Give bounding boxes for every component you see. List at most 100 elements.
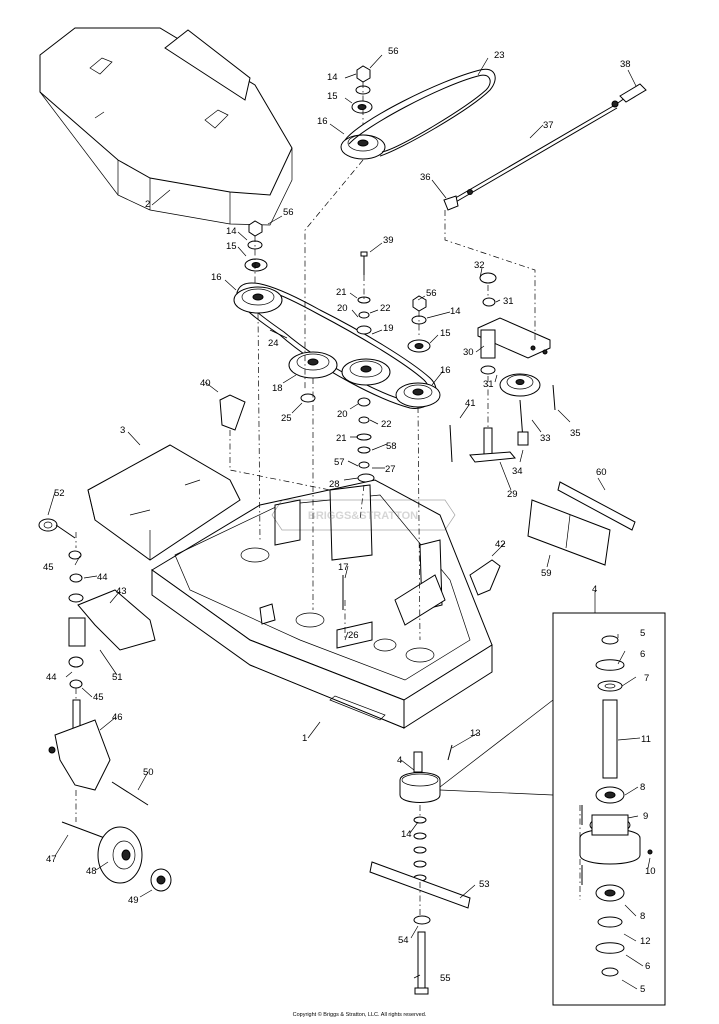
callout-23: 23	[494, 50, 505, 61]
deck-housing	[151, 479, 493, 729]
left-pulley-stack	[244, 220, 268, 272]
callout-45: 45	[43, 562, 54, 573]
baffle-plates	[527, 481, 636, 566]
callout-21: 21	[336, 433, 347, 444]
callout-49: 49	[128, 895, 139, 906]
callout-35: 35	[570, 428, 581, 439]
callout-14: 14	[327, 72, 338, 83]
handle-42	[469, 559, 501, 596]
callout-6: 6	[640, 649, 645, 660]
callout-15: 15	[226, 241, 237, 252]
callout-19: 19	[383, 323, 394, 334]
spindle-detail-box	[439, 600, 666, 1006]
bracket-29	[449, 424, 516, 463]
callout-16: 16	[317, 116, 328, 127]
callout-20: 20	[337, 303, 348, 314]
watermark-text: BRIGGS&STRATTON	[308, 510, 418, 522]
center-bolt-stack	[300, 251, 375, 483]
callout-3: 3	[120, 425, 125, 436]
callout-4: 4	[592, 584, 597, 595]
callout-57: 57	[334, 457, 345, 468]
callout-14: 14	[450, 306, 461, 317]
callout-33: 33	[540, 433, 551, 444]
callout-48: 48	[86, 866, 97, 877]
callout-56: 56	[426, 288, 437, 299]
callout-44: 44	[46, 672, 57, 683]
callout-44: 44	[97, 572, 108, 583]
callout-25: 25	[281, 413, 292, 424]
callout-36: 36	[420, 172, 431, 183]
watermark: BRIGGS&STRATTON	[271, 499, 456, 531]
callout-2: 2	[145, 199, 150, 210]
callout-31: 31	[483, 379, 494, 390]
callout-37: 37	[543, 120, 554, 131]
leader-lines	[47, 54, 651, 990]
callout-11: 11	[641, 734, 651, 745]
right-pulley-stack	[407, 295, 431, 353]
callout-50: 50	[143, 767, 154, 778]
callout-21: 21	[336, 287, 347, 298]
callout-34: 34	[512, 466, 523, 477]
callout-39: 39	[383, 235, 394, 246]
callout-56: 56	[388, 46, 399, 57]
callout-52: 52	[54, 488, 65, 499]
clip-40	[219, 394, 246, 431]
control-cable	[443, 83, 647, 211]
callout-6: 6	[645, 961, 650, 972]
callout-8: 8	[640, 782, 645, 793]
alignment-lines	[75, 82, 581, 915]
callout-22: 22	[381, 419, 392, 430]
upper-pulley-stack	[340, 65, 496, 160]
callout-55: 55	[440, 973, 451, 984]
callout-15: 15	[327, 91, 338, 102]
callout-59: 59	[541, 568, 552, 579]
caster-assembly	[38, 518, 172, 892]
callout-26: 26	[348, 630, 359, 641]
callout-14: 14	[226, 226, 237, 237]
callout-53: 53	[479, 879, 490, 890]
callout-22: 22	[380, 303, 391, 314]
callout-10: 10	[645, 866, 656, 877]
deck-top-cover	[39, 27, 293, 226]
callout-38: 38	[620, 59, 631, 70]
callout-17: 17	[338, 562, 349, 573]
callout-15: 15	[440, 328, 451, 339]
callout-43: 43	[116, 586, 127, 597]
callout-28: 28	[329, 479, 340, 490]
callout-54: 54	[398, 935, 409, 946]
callout-51: 51	[112, 672, 123, 683]
callout-45: 45	[93, 692, 104, 703]
idler-arm-assembly	[477, 272, 556, 446]
callout-18: 18	[272, 383, 283, 394]
callout-20: 20	[337, 409, 348, 420]
callout-58: 58	[386, 441, 397, 452]
callout-32: 32	[474, 260, 485, 271]
discharge-chute	[87, 444, 241, 561]
callout-7: 7	[644, 673, 649, 684]
callout-13: 13	[470, 728, 481, 739]
callout-40: 40	[200, 378, 211, 389]
callout-30: 30	[463, 347, 474, 358]
callout-60: 60	[596, 467, 607, 478]
callout-31: 31	[503, 296, 514, 307]
callout-4: 4	[397, 755, 402, 766]
callout-56: 56	[283, 207, 294, 218]
callout-1: 1	[302, 733, 307, 744]
callout-labels: 56 23 14 15 16 38 37 36 2 56 14 15 16 39…	[43, 46, 656, 995]
callout-12: 12	[640, 936, 651, 947]
main-belt-and-pulleys	[233, 282, 441, 409]
callout-41: 41	[465, 398, 476, 409]
callout-9: 9	[643, 811, 648, 822]
callout-14: 14	[401, 829, 412, 840]
callout-16: 16	[440, 365, 451, 376]
callout-47: 47	[46, 854, 57, 865]
spindle-assembly	[369, 744, 471, 995]
callout-5: 5	[640, 628, 645, 639]
callout-46: 46	[112, 712, 123, 723]
callout-16: 16	[211, 272, 222, 283]
copyright-caption: Copyright © Briggs & Stratton, LLC. All …	[292, 1012, 427, 1018]
callout-42: 42	[495, 539, 506, 550]
callout-24: 24	[268, 338, 279, 349]
callout-5: 5	[640, 984, 645, 995]
